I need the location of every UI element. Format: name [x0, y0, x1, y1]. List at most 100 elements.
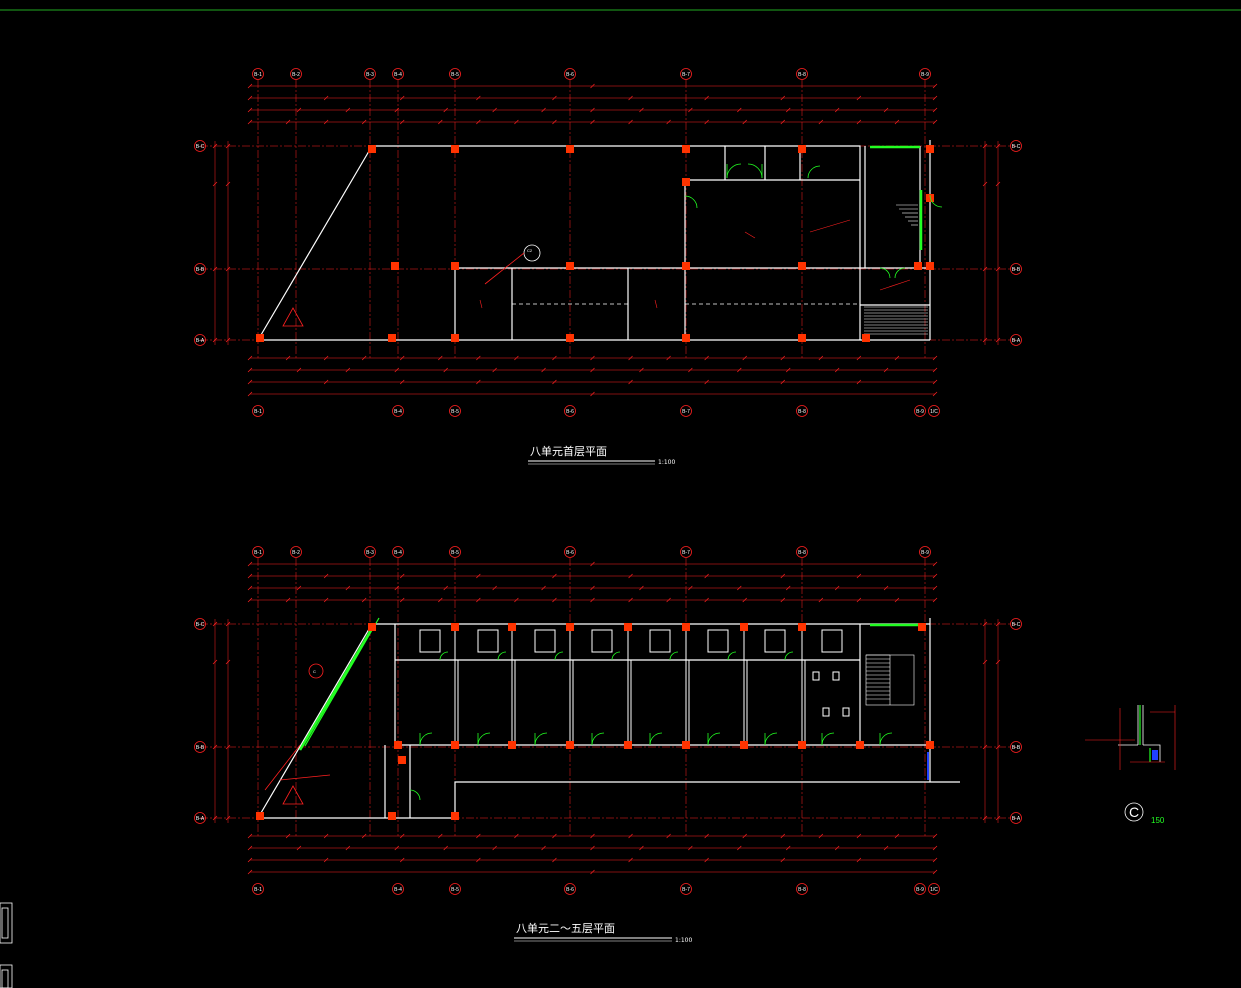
bottom-axis-label: B-1 — [254, 887, 262, 893]
top-axis-label: B-5 — [451, 550, 459, 556]
side-axis-bubble: B-A — [194, 812, 206, 824]
top-axis-bubble: B-2 — [290, 68, 302, 80]
side-axis-bubble: B-B — [1010, 263, 1022, 275]
bottom-axis-label: B-7 — [682, 887, 690, 893]
top-axis-label: B-8 — [798, 550, 806, 556]
bottom-axis-bubble: B-6 — [564, 883, 576, 895]
column — [682, 741, 690, 749]
side-axis-bubble: B-C — [194, 140, 206, 152]
bottom-axis-label: B-5 — [451, 887, 459, 893]
column — [508, 623, 516, 631]
top-axis-label: B-1 — [254, 72, 262, 78]
plan1-diagonal-symbol — [282, 307, 304, 327]
column — [862, 334, 870, 342]
top-axis-label: B-3 — [366, 72, 374, 78]
bottom-axis-bubble: 1/C — [928, 405, 940, 417]
bottom-axis-bubble: B-8 — [796, 883, 808, 895]
column — [926, 145, 934, 153]
column — [624, 623, 632, 631]
column — [451, 741, 459, 749]
bottom-axis-bubble: B-4 — [392, 405, 404, 417]
top-axis-bubble: B-7 — [680, 68, 692, 80]
side-axis-label: B-A — [196, 816, 205, 822]
column — [451, 334, 459, 342]
bottom-axis-bubble: B-4 — [392, 883, 404, 895]
bottom-axis-bubble: B-1 — [252, 405, 264, 417]
plan2-scale: 1:100 — [675, 937, 692, 944]
side-axis-bubble: B-C — [1010, 618, 1022, 630]
side-axis-label: B-B — [1012, 267, 1021, 273]
top-axis-bubble: B-3 — [364, 546, 376, 558]
side-axis-bubble: B-C — [194, 618, 206, 630]
column — [566, 262, 574, 270]
detail-c: C 150 — [1085, 705, 1176, 825]
bottom-axis-bubble: B-5 — [449, 883, 461, 895]
plan1-walls — [257, 140, 931, 341]
plan2-room-partitions — [419, 624, 850, 745]
bottom-axis-label: 1/C — [930, 409, 938, 415]
plan2-columns — [256, 623, 934, 820]
plan1-room-labels — [479, 219, 911, 309]
detail-c-scale: 150 — [1151, 816, 1165, 825]
bottom-axis-label: B-9 — [916, 887, 924, 893]
column — [682, 334, 690, 342]
top-axis-label: B-6 — [566, 550, 574, 556]
plan1-windows — [870, 145, 923, 250]
column — [368, 623, 376, 631]
column — [566, 623, 574, 631]
column — [682, 623, 690, 631]
bottom-axis-label: B-6 — [566, 887, 574, 893]
bottom-axis-bubble: B-7 — [680, 405, 692, 417]
column — [394, 741, 402, 749]
side-axis-label: B-C — [196, 144, 205, 150]
bottom-axis-label: B-5 — [451, 409, 459, 415]
column — [798, 623, 806, 631]
detail-c-label: C — [1129, 804, 1139, 820]
bottom-axis-label: B-9 — [916, 409, 924, 415]
top-axis-label: B-7 — [682, 72, 690, 78]
column — [566, 741, 574, 749]
bottom-axis-bubble: 1/C — [928, 883, 940, 895]
top-axis-bubble: B-1 — [252, 546, 264, 558]
column — [740, 741, 748, 749]
column — [256, 334, 264, 342]
top-axis-bubble: B-3 — [364, 68, 376, 80]
top-axis-bubble: B-9 — [919, 546, 931, 558]
plan1-dimension-lines — [212, 83, 1001, 397]
side-axis-bubble: B-B — [1010, 741, 1022, 753]
plan2-window-strip — [304, 617, 380, 747]
side-axis-label: B-A — [1012, 816, 1021, 822]
left-edge-fragments — [0, 902, 13, 988]
column — [914, 262, 922, 270]
side-axis-label: B-B — [1012, 745, 1021, 751]
column — [798, 262, 806, 270]
column — [798, 741, 806, 749]
top-axis-bubble: B-6 — [564, 68, 576, 80]
bottom-axis-label: B-6 — [566, 409, 574, 415]
bottom-axis-bubble: B-9 — [914, 405, 926, 417]
top-axis-bubble: B-5 — [449, 546, 461, 558]
top-axis-label: B-2 — [292, 72, 300, 78]
column — [918, 623, 926, 631]
side-axis-bubble: B-B — [194, 263, 206, 275]
column — [566, 145, 574, 153]
side-axis-label: B-A — [1012, 338, 1021, 344]
top-axis-label: B-5 — [451, 72, 459, 78]
column — [856, 741, 864, 749]
column — [388, 334, 396, 342]
side-axis-label: B-B — [196, 745, 205, 751]
plan1-section-marker: C2 — [484, 244, 541, 285]
side-axis-label: B-C — [196, 622, 205, 628]
bottom-axis-label: B-4 — [394, 887, 402, 893]
top-axis-label: B-8 — [798, 72, 806, 78]
plan2-walls — [257, 618, 960, 819]
column — [566, 334, 574, 342]
top-axis-label: B-7 — [682, 550, 690, 556]
bottom-axis-bubble: B-7 — [680, 883, 692, 895]
column — [682, 178, 690, 186]
plan2-section-label: C — [313, 669, 316, 674]
plan1-columns — [256, 145, 934, 342]
